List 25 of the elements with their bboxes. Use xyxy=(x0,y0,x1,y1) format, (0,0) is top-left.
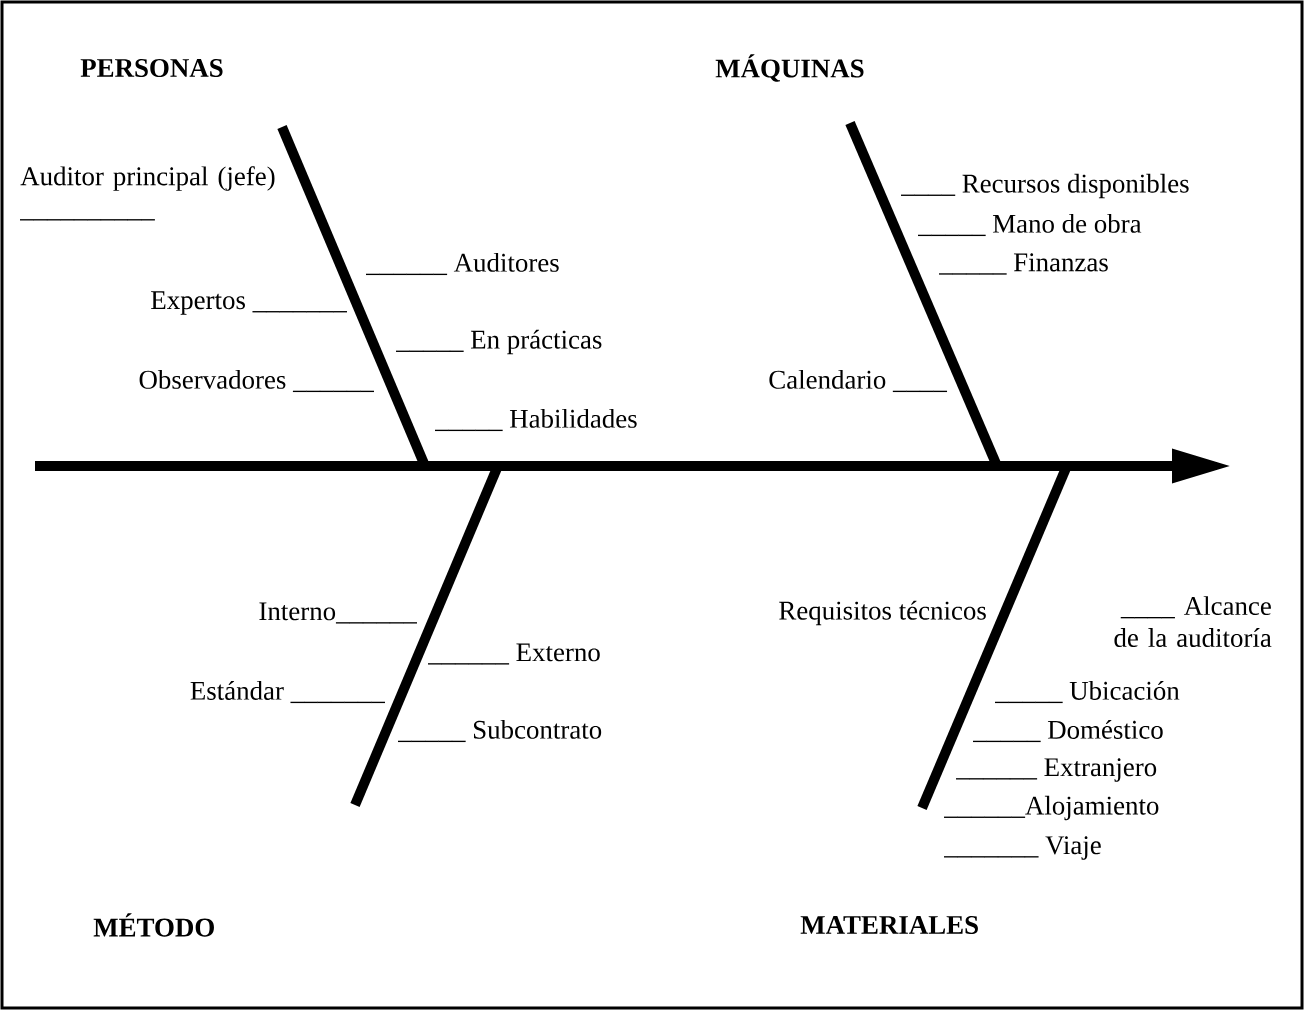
cause-label: Observadores ______ xyxy=(139,369,374,393)
cause-label: _____ Doméstico xyxy=(973,719,1163,743)
cause-label: _____ Mano de obra xyxy=(918,213,1142,237)
cause-label: ______ Auditores xyxy=(366,252,559,276)
cause-label: ______ Externo xyxy=(428,643,600,665)
cause-label: ____ Alcance de la auditoría xyxy=(1114,596,1272,647)
cause-label: _____ Habilidades xyxy=(435,408,637,432)
cause-label: Calendario ____ xyxy=(769,369,948,393)
cause-label: Estándar _______ xyxy=(190,680,385,704)
cause-label: _____ En prácticas xyxy=(396,329,602,355)
cause-label: ______ Extranjero xyxy=(956,758,1157,782)
cause-label: _____ Finanzas xyxy=(939,253,1108,275)
cause-label: Auditor principal (jefe) __________ xyxy=(20,166,275,221)
cause-label: ______Alojamiento xyxy=(944,795,1159,821)
category-heading: MÁQUINAS xyxy=(715,54,864,82)
cause-label: _____ Subcontrato xyxy=(398,719,602,743)
cause-label: Interno______ xyxy=(259,602,417,624)
cause-label: Requisitos técnicos xyxy=(779,600,986,626)
category-heading: MATERIALES xyxy=(800,915,978,935)
cause-label: _______ Viaje xyxy=(944,836,1101,860)
category-heading: MÉTODO xyxy=(93,913,214,937)
cause-label: _____ Ubicación xyxy=(995,680,1180,704)
cause-label: Expertos _______ xyxy=(151,291,347,315)
cause-label: ____ Recursos disponibles xyxy=(901,173,1189,199)
category-heading: PERSONAS xyxy=(80,58,223,78)
